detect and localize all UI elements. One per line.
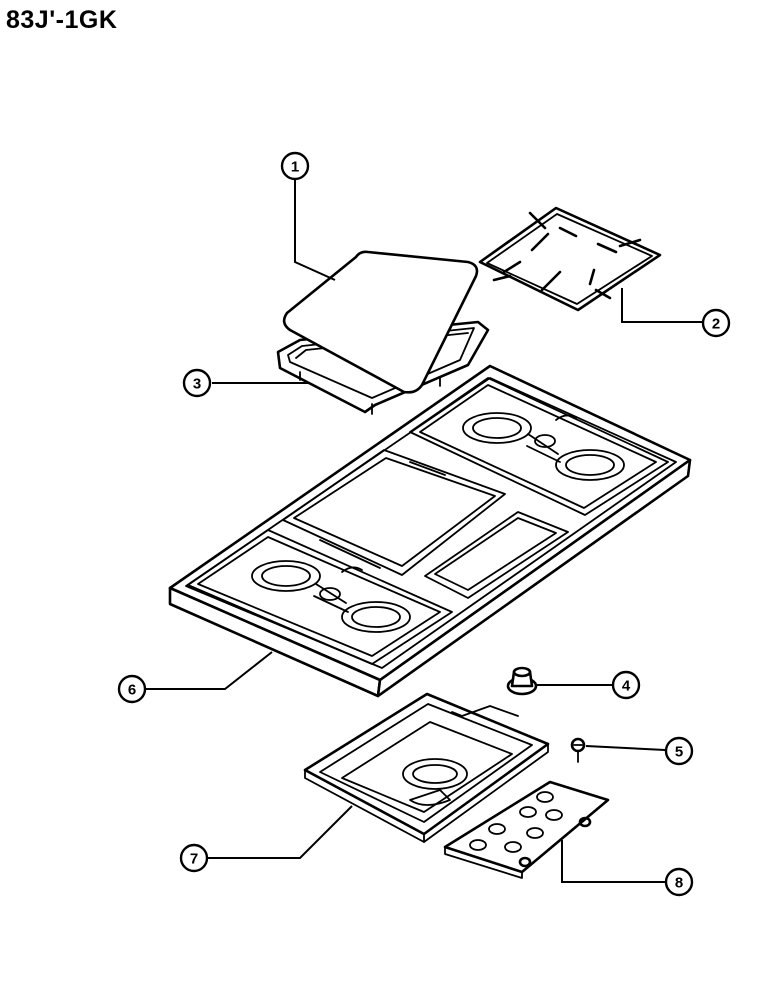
callout-5-label: 5 [675,744,683,761]
callout-7: 7 [179,843,209,873]
callout-4-label: 4 [622,678,631,695]
callout-2-label: 2 [712,316,720,333]
callout-8-label: 8 [675,875,683,892]
callout-4: 4 [611,670,641,700]
model-number-title: 83J'-1GK [6,6,118,34]
callout-6-label: 6 [128,682,136,699]
callout-5: 5 [664,736,694,766]
part-6-cooktop [168,364,692,698]
callout-3-label: 3 [193,376,201,393]
part-7-burner-pan [303,692,550,843]
part-8-bracket-plate [443,780,610,879]
part-5-screw [570,737,586,763]
part-4-knob [506,666,538,696]
callout-6: 6 [117,674,147,704]
callout-1: 1 [280,151,310,181]
callout-3: 3 [182,368,212,398]
callout-8: 8 [664,867,694,897]
part-2-burner-grate [478,206,662,312]
callout-1-label: 1 [291,159,299,176]
callout-7-label: 7 [190,851,198,868]
part-1-griddle-cover [282,250,479,394]
callout-2: 2 [701,308,731,338]
leader-lines [146,180,702,883]
